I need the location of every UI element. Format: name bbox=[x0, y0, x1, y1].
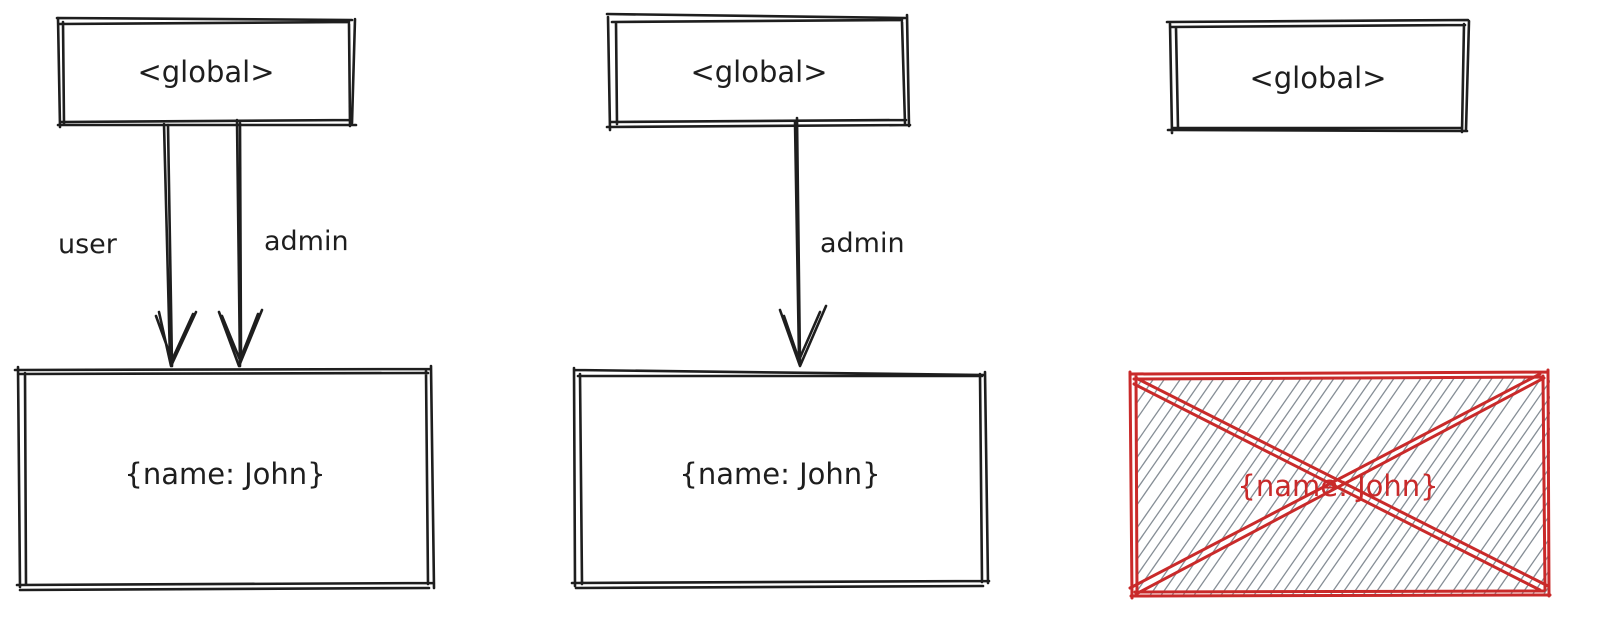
edge-admin-2-label: admin bbox=[820, 228, 905, 259]
hatch-line bbox=[1241, 378, 1395, 596]
hatch-line bbox=[1339, 378, 1493, 596]
hatch-line bbox=[1372, 378, 1526, 596]
panel-2: <global> admin {name: John} bbox=[570, 12, 991, 590]
hatch-line bbox=[1448, 450, 1550, 596]
hatch-line bbox=[1136, 378, 1242, 531]
hatch-line bbox=[948, 368, 1112, 604]
hatch-line bbox=[1136, 378, 1144, 390]
hatch-line bbox=[1192, 378, 1346, 596]
hatch-line bbox=[1421, 411, 1550, 596]
hatch-line bbox=[1219, 378, 1373, 596]
hatch-line bbox=[1361, 378, 1515, 596]
hatch-line bbox=[1136, 378, 1275, 578]
hatch-line bbox=[1136, 378, 1253, 547]
hatch-line bbox=[1136, 378, 1264, 563]
hatch-line bbox=[1312, 378, 1466, 596]
hatch-line bbox=[1459, 466, 1550, 596]
hatch-line bbox=[1508, 536, 1550, 596]
edge-user-label: user bbox=[58, 229, 118, 260]
hatch-line bbox=[1181, 378, 1335, 596]
panel-3: <global> {name: John} bbox=[915, 18, 1598, 604]
object-node-1: {name: John} bbox=[13, 364, 436, 592]
hatch-line bbox=[1148, 378, 1302, 596]
hatch-line bbox=[1519, 552, 1550, 596]
hatch-line bbox=[1230, 378, 1384, 596]
hatch-line bbox=[1548, 368, 1598, 604]
hatch-line bbox=[1350, 378, 1504, 596]
hatch-line bbox=[1268, 378, 1422, 596]
object-node-2-label: {name: John} bbox=[679, 457, 880, 491]
object-node-2: {name: John} bbox=[570, 366, 991, 590]
hatch-line bbox=[1564, 368, 1598, 604]
hatch-line bbox=[1388, 378, 1542, 596]
global-node-1: <global> bbox=[55, 16, 358, 129]
hatch-line bbox=[937, 368, 1101, 604]
global-node-3-label: <global> bbox=[1249, 61, 1386, 95]
panel-1: <global> user admin {name: John} bbox=[13, 16, 436, 592]
hatch-line bbox=[1328, 378, 1482, 596]
object-node-1-label: {name: John} bbox=[124, 457, 325, 491]
global-node-1-label: <global> bbox=[137, 55, 274, 89]
hatch-line bbox=[1208, 378, 1362, 596]
hatch-line bbox=[1301, 378, 1455, 596]
global-node-3: <global> bbox=[1165, 18, 1471, 135]
hatch-line bbox=[1399, 380, 1550, 596]
edge-admin-1 bbox=[217, 118, 264, 368]
hatch-line bbox=[1136, 378, 1166, 422]
hatch-line bbox=[1136, 378, 1193, 460]
hatch-line bbox=[1136, 378, 1182, 445]
hatch-line bbox=[1252, 378, 1406, 596]
hatch-line bbox=[1136, 378, 1215, 492]
edge-admin-2 bbox=[778, 116, 828, 368]
global-node-2: <global> bbox=[605, 12, 912, 132]
global-node-2-label: <global> bbox=[690, 55, 827, 89]
hatch-line bbox=[1279, 378, 1433, 596]
hatch-line bbox=[1136, 378, 1226, 508]
hatch-line bbox=[1159, 378, 1313, 596]
edge-admin-1-label: admin bbox=[264, 226, 349, 257]
hatch-line bbox=[1492, 513, 1550, 596]
hatch-line bbox=[926, 368, 1090, 604]
hatch-line bbox=[975, 368, 1139, 604]
object-node-3-label: {name: John} bbox=[1237, 469, 1438, 503]
hatch-line bbox=[1136, 378, 1286, 594]
object-node-3-deleted: {name: John} bbox=[915, 368, 1598, 604]
edge-user bbox=[154, 122, 198, 368]
hatch-line bbox=[915, 368, 1079, 604]
hatch-line bbox=[1290, 378, 1444, 596]
hatch-line bbox=[1432, 427, 1550, 596]
